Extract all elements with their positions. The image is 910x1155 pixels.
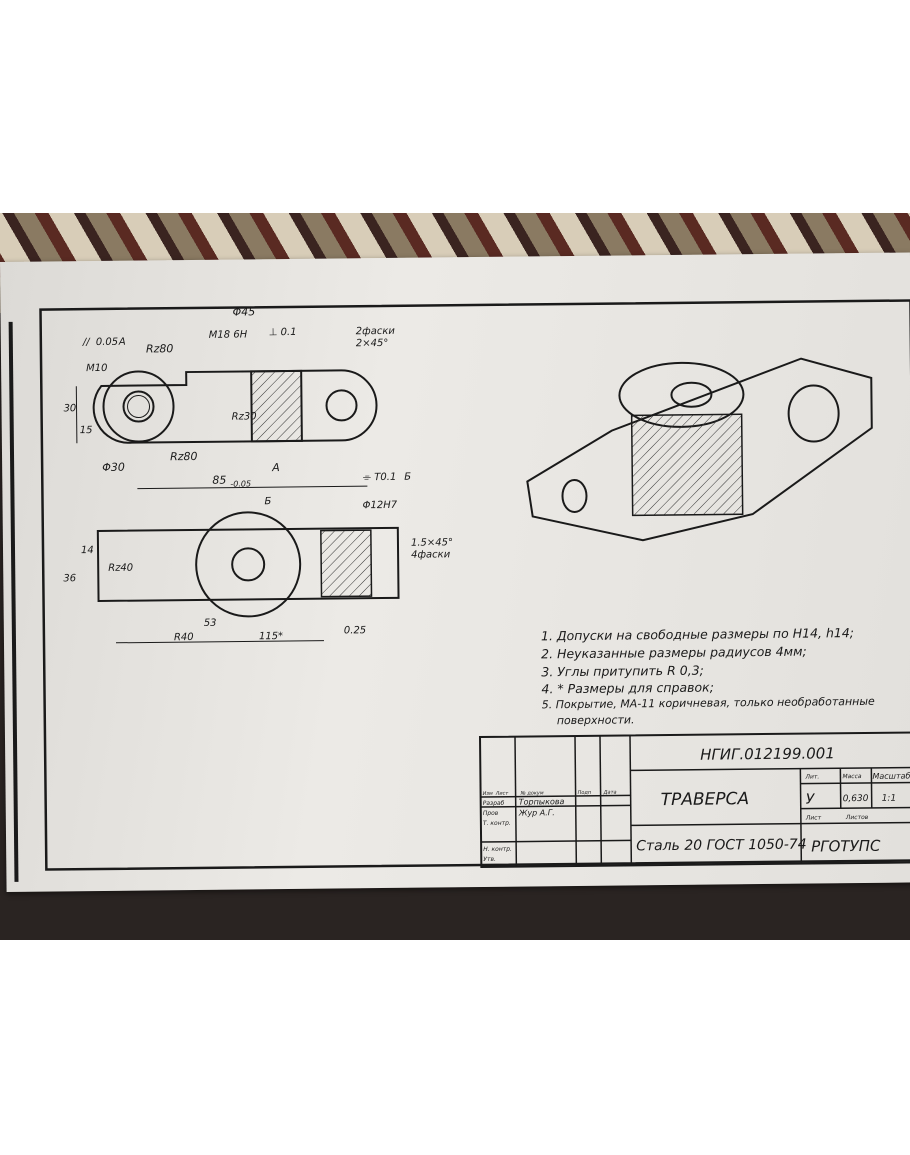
drawing-label: Rz40	[108, 563, 133, 574]
drawing-label: ⊥ 0.1	[269, 327, 297, 338]
drawing-label: Листов	[845, 814, 869, 821]
title-block	[478, 731, 910, 869]
note: 3. Углы притупить R 0,3;	[541, 662, 704, 680]
drawing-line	[195, 511, 302, 618]
drawing-line	[599, 735, 603, 866]
drawing-line	[799, 768, 803, 864]
drawing-svg: // 0.05 A Rz80 Φ45 M18 6H ⊥ 0.1 2фаски 2…	[8, 299, 910, 882]
drawing-label: Масса	[842, 773, 862, 780]
drawing-label: Т. контр.	[483, 820, 511, 827]
isometric-view	[526, 357, 873, 542]
drawing-line	[526, 357, 873, 542]
drawing-label: 85	[212, 474, 226, 487]
drawing-label: Б	[264, 496, 271, 507]
front-view: // 0.05 A Rz80 Φ45 M18 6H ⊥ 0.1 2фаски 2…	[63, 305, 411, 490]
drawing-line	[96, 526, 400, 602]
drawing-line	[102, 370, 175, 443]
drawing-label: //	[82, 337, 91, 348]
drawing-label: 0.25	[344, 625, 366, 636]
drawing-line	[514, 736, 518, 867]
drawing-label: 0,630	[843, 794, 869, 804]
drawing-line	[481, 839, 632, 843]
drawing-line	[787, 384, 840, 443]
drawing-sheet: // 0.05 A Rz80 Φ45 M18 6H ⊥ 0.1 2фаски 2…	[0, 252, 910, 892]
drawing-label: R40	[174, 632, 194, 643]
drawing-label: Н. контр.	[483, 846, 512, 853]
drawing-label: 2фаски	[356, 326, 396, 337]
drawing-line	[630, 766, 910, 772]
drawing-label: 30	[63, 403, 76, 414]
scale-header: Масштаб	[872, 771, 910, 780]
drawing-line	[122, 390, 155, 423]
drawing-line	[231, 547, 266, 582]
drawing-label: Φ30	[102, 461, 125, 474]
drawing-label: Rz80	[146, 342, 174, 355]
drawing-label: 14	[81, 545, 94, 556]
drawing-label: Утв.	[483, 856, 496, 863]
drawing-line	[480, 804, 631, 808]
drawing-label: Изм	[483, 791, 493, 797]
drawing-line	[250, 369, 303, 443]
note: поверхности.	[556, 713, 635, 728]
top-view: Б Φ12H7 1.5×45° 4фаски 36 14 Rz40 R40 53…	[63, 496, 453, 644]
drawing-line	[800, 806, 910, 810]
drawing-label: Φ45	[232, 305, 255, 318]
drawing-label: Дата	[603, 790, 617, 796]
drawing-label: A	[271, 461, 280, 474]
designation: НГИГ.012199.001	[700, 744, 835, 763]
drawing-label: T0.1	[374, 472, 396, 483]
drawing-line	[325, 389, 358, 422]
drawing-label: 1:1	[882, 794, 897, 804]
drawing-label: Rz80	[170, 450, 198, 463]
note: 4. * Размеры для справок;	[541, 679, 714, 697]
drawing-line	[75, 386, 78, 444]
part-name: ТРАВЕРСА	[661, 789, 750, 810]
drawing-line	[115, 640, 324, 644]
drawing-label: 1.5×45°	[411, 537, 453, 548]
drawing-label: Φ12H7	[363, 500, 398, 511]
drawing-label: Торпыкова	[519, 797, 565, 806]
drawing-label: Жур А.Г.	[518, 808, 555, 817]
organization: РГОТУПС	[811, 837, 881, 856]
drawing-line	[574, 735, 578, 867]
drawing-line	[629, 735, 633, 866]
drawing-line	[92, 369, 378, 444]
drawing-label: 115*	[259, 631, 283, 642]
drawing-label: A	[118, 337, 126, 348]
drawing-line	[478, 731, 910, 869]
drawing-label: 4фаски	[411, 549, 451, 560]
drawing-label: Rz30	[232, 411, 257, 422]
material: Сталь 20 ГОСТ 1050-74	[636, 837, 807, 855]
drawing-label: M18 6H	[209, 329, 248, 340]
drawing-label: 2×45°	[356, 338, 389, 349]
drawing-line	[561, 478, 588, 513]
drawing-label: Лит.	[804, 773, 819, 780]
drawing-line	[137, 485, 368, 490]
sheet-edge	[8, 321, 19, 882]
drawing-line	[320, 529, 373, 598]
drawing-line	[670, 381, 713, 408]
drawing-label: 36	[63, 573, 76, 584]
drawing-line	[127, 395, 151, 419]
drawing-line	[630, 413, 744, 517]
note: 2. Неуказанные размеры радиусов 4мм;	[541, 643, 807, 662]
drawing-label: Лист	[495, 791, 510, 797]
drawing-label: Б	[404, 472, 411, 483]
drawing-label: 53	[204, 618, 217, 629]
drawing-label: У	[806, 791, 816, 807]
drawing-label: 0.05	[96, 337, 118, 348]
drawing-label: 15	[80, 425, 93, 436]
drawing-label: -0.05	[230, 479, 251, 488]
drawing-label: № докум	[520, 790, 544, 796]
drawing-label: M10	[86, 363, 107, 374]
drawing-line	[480, 794, 631, 798]
drawing-label: Разраб	[483, 800, 505, 807]
drawing-line	[800, 781, 910, 785]
drawing-label: Подп	[578, 790, 592, 796]
drawing-label: Пров	[483, 810, 499, 817]
drawing-line	[630, 821, 910, 827]
drawing-label: Лист	[805, 814, 822, 821]
drawing-label: ⌯	[362, 472, 371, 483]
